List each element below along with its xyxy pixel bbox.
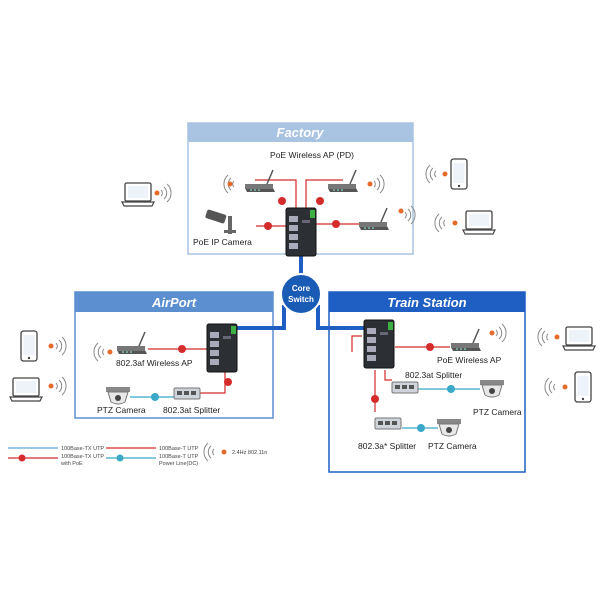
factory-laptop-left (121, 182, 155, 207)
factory-laptop-right (462, 210, 496, 235)
train-station-title: Train Station (387, 295, 466, 310)
factory-wifi (223, 174, 416, 225)
legend-wifi-icon (203, 442, 227, 462)
legend-utp-t: 100Base-T UTP (159, 446, 199, 452)
train-switch (363, 319, 395, 369)
poe-badge (224, 378, 232, 386)
legend: 100Base-TX UTP 100Base-T UTP 100Base-TX … (8, 442, 267, 467)
legend-dc-badge (116, 454, 124, 462)
airport-header (75, 292, 273, 312)
airport-splitter-label: 802.3at Splitter (163, 405, 220, 415)
legend-poe-line1: 100Base-TX UTP (61, 454, 104, 460)
train-splitter-at (391, 381, 419, 394)
train-splitter-a-label: 802.3a* Splitter (358, 441, 416, 451)
train-badges (371, 343, 455, 432)
train-station-header (329, 292, 525, 312)
core-label-line2: Switch (288, 295, 314, 304)
airport-badges (151, 345, 232, 401)
train-ptz-bottom-label: PTZ Camera (428, 441, 477, 451)
airport-ap-wifi (93, 342, 113, 362)
train-splitter-at-label: 802.3at Splitter (405, 370, 462, 380)
poe-badge (426, 343, 434, 351)
legend-utp-tx: 100Base-TX UTP (61, 446, 104, 452)
train-phone-wifi (544, 377, 568, 397)
airport-zone: AirPort (74, 291, 274, 419)
airport-phone-wifi (48, 336, 67, 356)
poe-badge (332, 220, 340, 228)
airport-switch (206, 323, 238, 373)
dc-badge (151, 393, 159, 401)
airport-laptop (9, 377, 43, 402)
factory-ap-label: PoE Wireless AP (PD) (270, 150, 354, 160)
core-label-line1: Core (292, 284, 311, 293)
train-phone (574, 371, 592, 403)
factory-ip-camera (205, 209, 236, 234)
airport-ptz-label: PTZ Camera (97, 405, 146, 415)
train-ap-label: PoE Wireless AP (437, 355, 502, 365)
train-laptop (562, 326, 596, 351)
factory-header (188, 123, 413, 142)
airport-title: AirPort (151, 295, 197, 310)
legend-poe-line2: with PoE (60, 461, 83, 467)
poe-badge (278, 197, 286, 205)
core-switch: Core Switch (280, 273, 322, 315)
factory-laptop-right-wifi (434, 213, 458, 233)
airport-ap-label: 802.3af Wireless AP (116, 358, 193, 368)
poe-badge (316, 197, 324, 205)
legend-power-line2: Power Line(DC) (159, 461, 198, 467)
airport-laptop-wifi (48, 376, 67, 396)
airport-phone (20, 330, 38, 362)
train-laptop-wifi (537, 327, 560, 347)
dc-badge (417, 424, 425, 432)
poe-badge (371, 395, 379, 403)
factory-title: Factory (277, 125, 325, 140)
train-ap-wifi (489, 323, 507, 343)
poe-badge (178, 345, 186, 353)
poe-badge (264, 222, 272, 230)
factory-badges (264, 197, 340, 230)
train-splitter-a (374, 417, 402, 430)
legend-poe-badge (18, 454, 26, 462)
dc-badge (447, 385, 455, 393)
train-ptz-right-label: PTZ Camera (473, 407, 522, 417)
factory-phone (450, 158, 468, 190)
factory-laptop-left-wifi (154, 183, 172, 203)
factory-switch (285, 207, 317, 257)
legend-wifi: 2.4Hz 802.11n (232, 450, 267, 456)
legend-power-line1: 100Base-T UTP (159, 454, 199, 460)
factory-camera-label: PoE IP Camera (193, 237, 252, 247)
airport-splitter (173, 387, 201, 400)
factory-phone-wifi (425, 164, 448, 184)
